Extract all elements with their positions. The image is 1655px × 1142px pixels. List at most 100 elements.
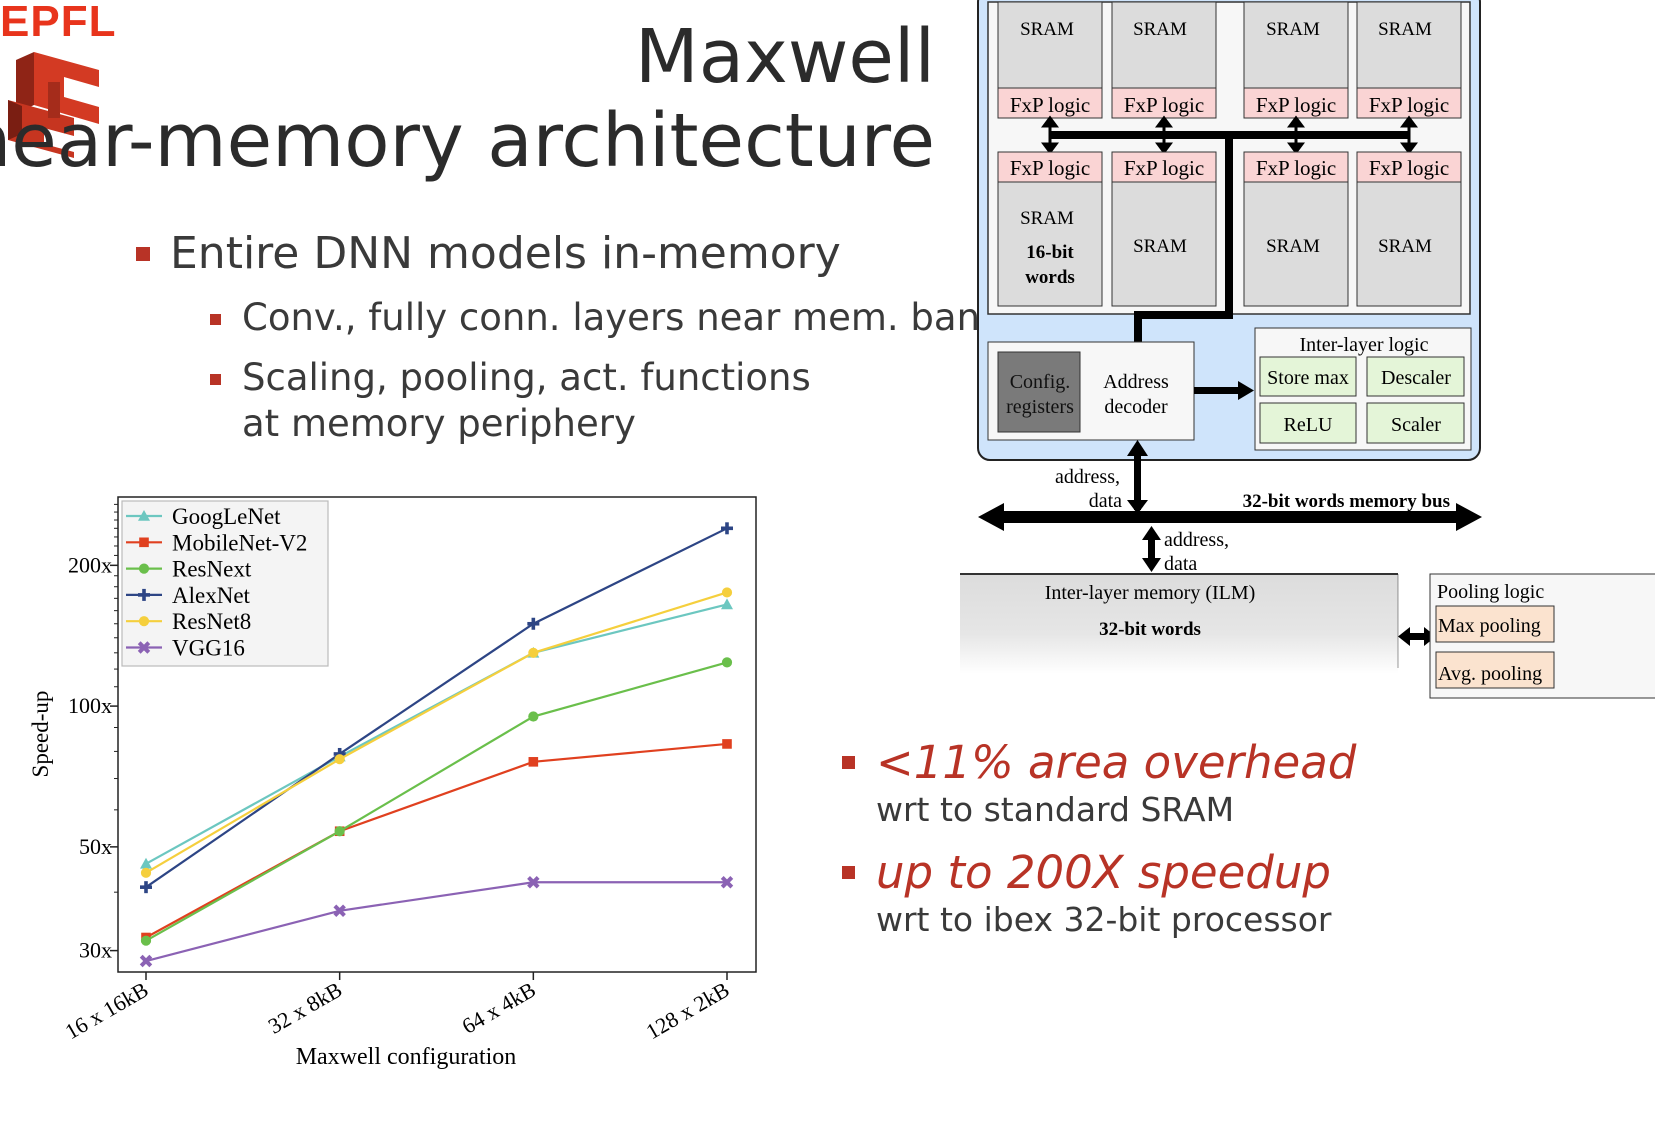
fxp-label: FxP logic bbox=[1369, 156, 1449, 180]
y-tick-label: 50x bbox=[79, 834, 112, 859]
bullet-main: Entire DNN models in-memory bbox=[170, 228, 841, 279]
sram-label: SRAM bbox=[1020, 208, 1074, 229]
lab-logo-icon bbox=[8, 52, 99, 158]
max-pooling-label: Max pooling bbox=[1438, 615, 1541, 637]
y-axis-label: Speed-up bbox=[28, 691, 53, 778]
data-point bbox=[138, 563, 150, 574]
fxp-label: FxP logic bbox=[1010, 156, 1090, 180]
bank-top-3: SRAM FxP logic bbox=[1243, 1, 1349, 119]
data-point bbox=[528, 711, 539, 722]
memory-bus-label: 32-bit words memory bus bbox=[1243, 491, 1450, 512]
address-data-label-top: address, bbox=[1055, 466, 1120, 488]
series-line bbox=[145, 603, 728, 865]
x-tick-label: 64 x 4kB bbox=[457, 977, 539, 1039]
data-point-v bbox=[144, 881, 148, 894]
data-point bbox=[722, 739, 732, 749]
bank-bottom-2: FxP logic SRAM bbox=[1111, 151, 1217, 307]
data-point bbox=[334, 826, 345, 837]
legend-item: VGG16 bbox=[126, 636, 245, 661]
fxp-label: FxP logic bbox=[1256, 156, 1336, 180]
legend-label: AlexNet bbox=[172, 583, 251, 608]
data-point-v bbox=[531, 617, 536, 630]
address-data-label-bottom: address, bbox=[1164, 529, 1229, 551]
title-line-2: near-memory architecture bbox=[0, 98, 935, 184]
data-point bbox=[721, 657, 733, 668]
bullet-marker bbox=[210, 374, 221, 385]
ilm-word-label: 32-bit words bbox=[1099, 619, 1201, 640]
bullet-sub-1: Conv., fully conn. layers near mem. bank… bbox=[242, 296, 1021, 339]
legend-item: GoogLeNet bbox=[126, 504, 281, 529]
series-group bbox=[139, 522, 734, 968]
relu-block bbox=[1259, 402, 1357, 444]
y-tick-label: 100x bbox=[68, 693, 112, 718]
address-label-1: Address bbox=[1103, 371, 1169, 393]
legend-label: ResNext bbox=[172, 557, 252, 582]
y-tick-label: 30x bbox=[79, 938, 112, 963]
series-line bbox=[145, 527, 728, 889]
store-max-block bbox=[1259, 356, 1357, 397]
data-point-b bbox=[137, 641, 151, 654]
bank-bottom-1: FxP logic SRAM 16-bit words bbox=[997, 151, 1103, 307]
pooling-logic-label: Pooling logic bbox=[1437, 581, 1544, 603]
address-data-label-bottom-2: data bbox=[1164, 553, 1197, 575]
highlight-area-sub: wrt to standard SRAM bbox=[876, 790, 1235, 829]
sram-label: SRAM bbox=[1133, 19, 1187, 40]
bank-top-2: SRAM FxP logic bbox=[1111, 1, 1217, 119]
data-point bbox=[138, 616, 150, 627]
title-line-1: Maxwell bbox=[634, 14, 935, 100]
config-label-2: registers bbox=[1006, 396, 1074, 418]
series-line bbox=[145, 661, 728, 942]
bullet-marker bbox=[842, 866, 855, 879]
data-point-b bbox=[720, 876, 734, 889]
address-data-label-top-2: data bbox=[1089, 490, 1122, 512]
word-size-label-2: words bbox=[1025, 267, 1075, 288]
config-label-1: Config. bbox=[1010, 371, 1071, 393]
data-point bbox=[334, 754, 345, 765]
bullet-marker bbox=[210, 314, 221, 325]
data-point bbox=[528, 757, 539, 767]
sram-label: SRAM bbox=[1378, 19, 1432, 40]
series-line bbox=[145, 881, 727, 963]
bullet-marker bbox=[842, 756, 855, 769]
sram-label: SRAM bbox=[1266, 236, 1320, 257]
epfl-logo: EPFL bbox=[0, 0, 117, 46]
highlight-speedup: up to 200X speedup bbox=[876, 846, 1331, 899]
highlight-speedup-sub: wrt to ibex 32-bit processor bbox=[876, 900, 1332, 939]
legend-item: ResNext bbox=[126, 557, 252, 582]
sram-label: SRAM bbox=[1378, 236, 1432, 257]
x-axis-label: Maxwell configuration bbox=[296, 1044, 517, 1070]
bank-bottom-3: FxP logic SRAM bbox=[1243, 151, 1349, 307]
data-point-b bbox=[139, 954, 153, 968]
data-point bbox=[528, 647, 539, 658]
fxp-label: FxP logic bbox=[1124, 93, 1204, 117]
sram-label: SRAM bbox=[1020, 19, 1074, 40]
data-point bbox=[139, 537, 149, 548]
legend-item: MobileNet-V2 bbox=[126, 530, 307, 555]
x-tick-label: 16 x 16kB bbox=[61, 977, 153, 1044]
fxp-label: FxP logic bbox=[1256, 93, 1336, 117]
data-point-v bbox=[142, 588, 146, 601]
fxp-label: FxP logic bbox=[1124, 156, 1204, 180]
store-max-label: Store max bbox=[1267, 367, 1349, 389]
legend-box bbox=[121, 500, 329, 667]
series-line bbox=[145, 591, 728, 874]
avg-pooling-block bbox=[1435, 651, 1555, 689]
data-point-b bbox=[527, 876, 540, 889]
data-point bbox=[140, 935, 152, 946]
max-pooling-block bbox=[1435, 605, 1555, 643]
inter-layer-logic-label: Inter-layer logic bbox=[1300, 334, 1429, 356]
data-point bbox=[721, 598, 733, 610]
sram-label: SRAM bbox=[1266, 19, 1320, 40]
ilm-label: Inter-layer memory (ILM) bbox=[1045, 582, 1256, 604]
address-label-2: decoder bbox=[1104, 396, 1168, 418]
fxp-label: FxP logic bbox=[1369, 93, 1449, 117]
highlight-area: <11% area overhead bbox=[876, 736, 1357, 789]
fxp-label: FxP logic bbox=[1010, 93, 1090, 117]
x-tick-label: 128 x 2kB bbox=[642, 977, 734, 1044]
bullet-marker bbox=[136, 247, 150, 261]
legend-label: ResNet8 bbox=[172, 609, 251, 634]
architecture-diagram: SRAM FxP logic SRAM FxP logic SRAM FxP l… bbox=[960, 0, 1655, 699]
relu-label: ReLU bbox=[1284, 414, 1333, 436]
